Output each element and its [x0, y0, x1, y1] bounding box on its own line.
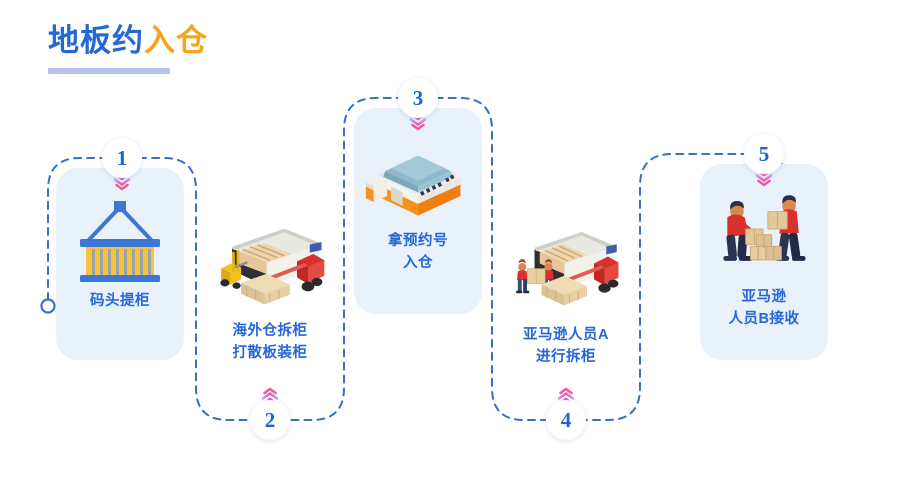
- step-label-2: 海外仓拆柜 打散板装柜: [229, 318, 312, 365]
- step-badge-1[interactable]: 1: [102, 138, 142, 178]
- step-label-1: 码头提柜: [86, 288, 154, 312]
- step-label-line: 人员B接收: [728, 311, 800, 328]
- step-badge-4[interactable]: 4: [546, 400, 586, 440]
- title-underline: [48, 67, 170, 74]
- step-label-line: 亚马逊人员A: [523, 327, 609, 343]
- step-label-line: 拿预约号: [388, 233, 448, 249]
- step-label-5: 亚马逊 人员B接收: [725, 284, 804, 331]
- step-card-4[interactable]: 亚马逊人员A 进行拆柜: [502, 202, 630, 380]
- truck-workers-icon: [510, 212, 622, 322]
- step-card-3[interactable]: 拿预约号 入仓: [354, 108, 482, 314]
- step-label-line: 入仓: [403, 255, 433, 272]
- step-badge-5[interactable]: 5: [744, 134, 784, 174]
- step-card-1[interactable]: 码头提柜: [56, 168, 184, 360]
- step-label-line: 码头提柜: [90, 293, 150, 309]
- shipping-container-icon: [64, 178, 176, 288]
- truck-forklift-icon: [214, 208, 326, 318]
- page-title-text: 地板约入仓: [48, 22, 208, 61]
- step-card-2[interactable]: 海外仓拆柜 打散板装柜: [206, 198, 334, 378]
- step-label-3: 拿预约号 入仓: [384, 228, 452, 275]
- page-title-part-b: 入仓: [144, 23, 208, 58]
- step-label-line: 海外仓拆柜: [232, 323, 308, 339]
- step-badge-3[interactable]: 3: [398, 78, 438, 118]
- warehouse-icon: [362, 118, 474, 228]
- page-title-part-a: 地板约: [48, 23, 144, 58]
- step-label-line: 打散板装柜: [232, 345, 308, 362]
- step-label-line: 亚马逊: [741, 289, 787, 305]
- step-badge-2[interactable]: 2: [250, 400, 290, 440]
- flow-start-marker: [40, 298, 56, 314]
- page-title: 地板约入仓: [48, 22, 208, 74]
- step-card-5[interactable]: 亚马逊 人员B接收: [700, 164, 828, 360]
- step-label-4: 亚马逊人员A 进行拆柜: [519, 322, 613, 369]
- step-label-line: 进行拆柜: [535, 349, 596, 366]
- workers-boxes-icon: [708, 174, 820, 284]
